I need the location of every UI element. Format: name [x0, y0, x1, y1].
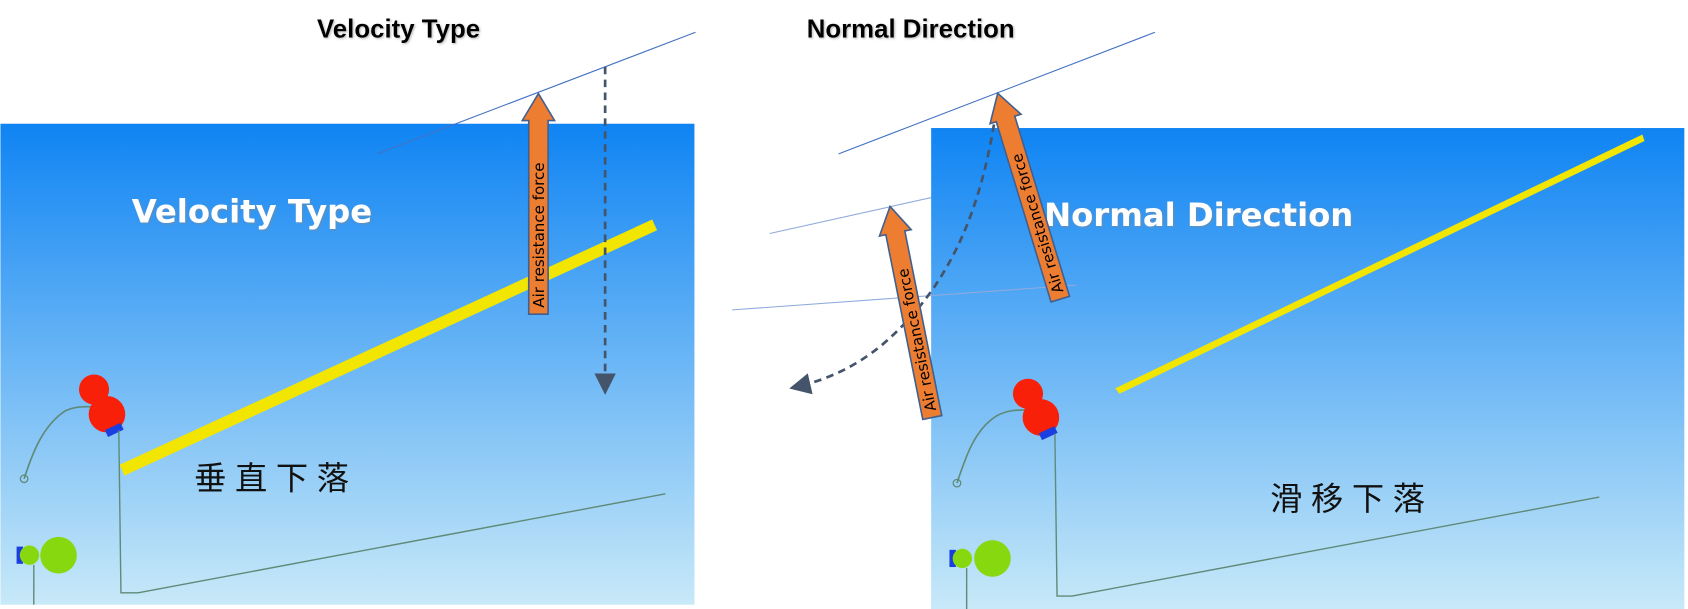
right-red-ball-large: [1022, 399, 1060, 436]
left-blue-block: [104, 422, 124, 437]
right-rope-end-icon: [952, 478, 962, 488]
left-reference-line: [376, 31, 696, 155]
left-caption: 垂直下落: [194, 460, 358, 498]
right-diagram: Normal Direction Normal Direction Air re…: [732, 16, 1685, 609]
left-air-resistance-arrow: Air resistance force: [520, 92, 556, 315]
left-red-ball-large: [88, 395, 126, 433]
right-caption: 滑移下落: [1270, 480, 1434, 518]
left-green-ball-large: [40, 536, 77, 574]
left-blue-marker: [16, 546, 24, 564]
right-reference-line-top: [838, 31, 1156, 155]
left-title: Velocity Type: [317, 16, 480, 44]
right-ground-line: [1054, 433, 1600, 597]
right-title: Normal Direction: [807, 16, 1015, 44]
left-rope: [23, 405, 93, 480]
right-green-ball-large: [974, 540, 1011, 577]
right-green-ball-small: [952, 548, 973, 569]
left-force-label: Air resistance force: [530, 162, 548, 307]
left-ground-line: [118, 430, 666, 594]
right-blue-block: [1038, 426, 1058, 441]
left-diagram: Velocity Type Velocity Type Air resistan…: [0, 16, 696, 605]
left-green-ball-small: [19, 545, 40, 565]
right-yellow-beam: [1115, 134, 1645, 394]
right-rope: [956, 409, 1026, 484]
left-yellow-beam: [119, 219, 658, 476]
left-panel-label: Velocity Type: [132, 193, 372, 231]
left-rope-end-icon: [19, 474, 29, 484]
right-panel-label: Normal Direction: [1044, 196, 1353, 234]
right-dashed-curve-arrow: [789, 98, 1000, 395]
